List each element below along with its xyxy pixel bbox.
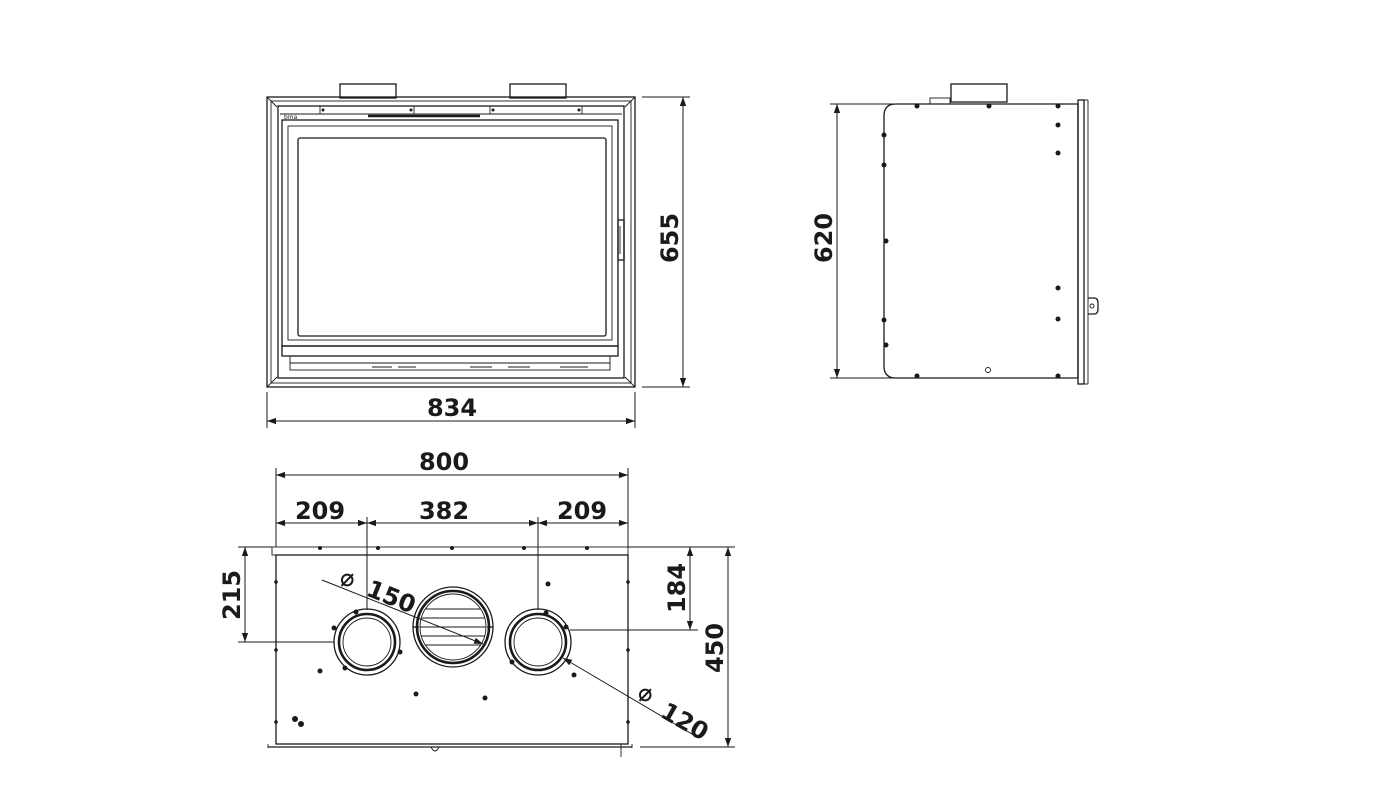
- front-dimensions: 655 834: [266, 96, 690, 428]
- side-height-label: 620: [810, 213, 838, 263]
- side-front-face: [1077, 99, 1085, 385]
- small-diameter-leader: [562, 657, 698, 738]
- top-body: [275, 554, 629, 745]
- front-glass: [297, 137, 607, 337]
- front-view: bma: [266, 83, 636, 388]
- large-diameter-leader: [321, 579, 484, 645]
- front-outer-frame: [266, 96, 636, 388]
- small-diameter-label: 120: [656, 697, 713, 746]
- front-collar-right: [509, 83, 567, 99]
- top-center-spacing-label: 382: [419, 497, 469, 525]
- top-outlet-left: [333, 608, 401, 676]
- front-height-label: 655: [656, 213, 684, 263]
- large-diameter-label: 150: [363, 575, 420, 620]
- top-left-offset-label: 209: [295, 497, 345, 525]
- side-collar: [950, 83, 1008, 103]
- front-collar-left: [339, 83, 397, 99]
- top-dimensions: 800 209 382 209 215 184 450 ⌀ 150 ⌀ 120: [218, 448, 735, 748]
- small-diameter-symbol: ⌀: [638, 679, 652, 707]
- top-outlet-right: [504, 608, 572, 676]
- large-diameter-symbol: ⌀: [340, 564, 354, 592]
- front-body: [277, 105, 625, 379]
- top-overall-depth-label: 450: [701, 623, 729, 673]
- svg-text:bma: bma: [284, 114, 298, 121]
- side-body: [883, 103, 1079, 379]
- front-width-label: 834: [427, 394, 477, 422]
- top-right-offset-label: 209: [557, 497, 607, 525]
- top-outlet-center: [412, 586, 494, 668]
- top-screws: [274, 546, 630, 727]
- front-door: [281, 119, 619, 347]
- top-left-depth-label: 215: [218, 570, 246, 620]
- front-door-handle: [617, 219, 625, 261]
- side-dimensions: 620: [810, 103, 896, 379]
- side-hook: [1088, 297, 1099, 315]
- top-right-depth-label: 184: [663, 563, 691, 613]
- side-rivets: [881, 103, 1061, 379]
- side-view: [881, 83, 1099, 385]
- top-view: [267, 546, 633, 757]
- top-overall-width-label: 800: [419, 448, 469, 476]
